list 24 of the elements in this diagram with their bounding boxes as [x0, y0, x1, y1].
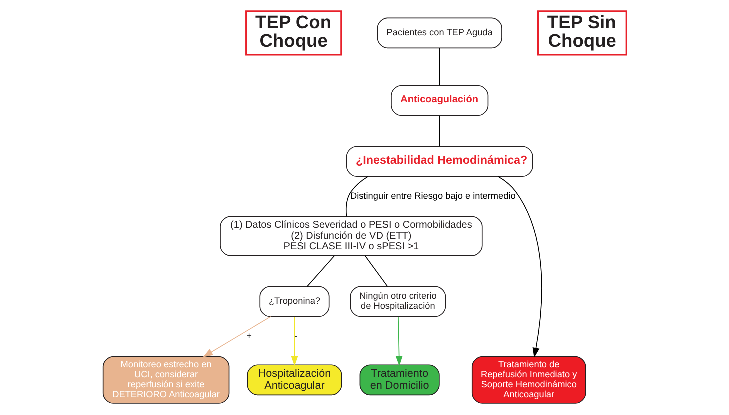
node-box: Tratamiento en Domicilio — [359, 364, 440, 396]
connector — [438, 48, 440, 86]
node-box: Anticoagulación — [390, 85, 488, 116]
edge-label: - — [294, 331, 298, 342]
connector — [364, 255, 388, 288]
node-box: ¿Inestabilidad Hemodinámica? — [346, 146, 533, 178]
node-box: Pacientes con TEP Aguda — [376, 18, 502, 49]
node-box: (1) Datos Clínicos Severidad o PESI o Cormobilidades (2) Disfunción de VD (ETT) PESI CLASE III-IV o sPESI >1 — [220, 216, 482, 256]
arrow — [497, 176, 542, 358]
edge-label: Distinguir entre Riesgo bajo e intermedio — [350, 190, 516, 201]
connector — [306, 255, 335, 288]
node-box: TEP Con Choque — [245, 10, 342, 56]
edge-label: + — [246, 331, 252, 342]
node-box: Tratamiento de Repefusión Inmediato y Soporte Hemodinámico Anticoagular — [471, 356, 586, 404]
arrow — [395, 316, 402, 366]
connector — [345, 176, 368, 218]
node-box: TEP Sin Choque — [536, 10, 627, 56]
node-box: Monitoreo estrecho en UCI, considerar reperfusión si exite DETERIORO Anticoagular — [102, 356, 230, 404]
node-box: Ningún otro criterio de Hospitalización — [350, 286, 446, 318]
node-box: Hospitalización Anticoagular — [246, 364, 342, 396]
connector — [438, 116, 440, 148]
arrow — [290, 316, 298, 366]
arrow — [202, 316, 271, 358]
node-box: ¿Troponina? — [259, 286, 330, 318]
